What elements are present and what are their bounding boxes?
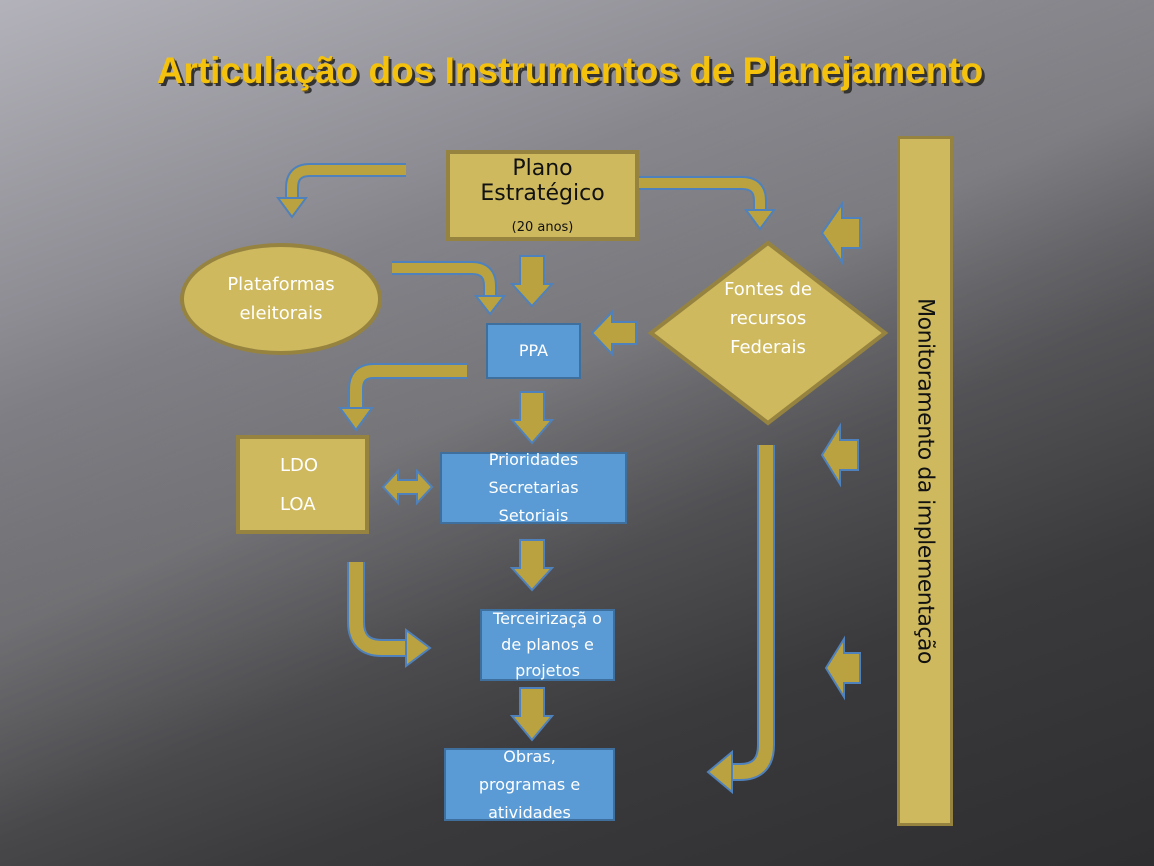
loa-label: LOA (280, 493, 316, 515)
plataformas-ellipse: Plataformas eleitorais (180, 243, 382, 355)
arrow-down-prioridades-terceirizacao (509, 539, 555, 592)
arrowhead-to-ldo (338, 407, 374, 432)
arrowhead-to-plataformas (276, 197, 308, 219)
arrow-down-plano-ppa (509, 255, 555, 308)
arrowhead-to-ppa (473, 295, 507, 316)
ldo-label: LDO (280, 454, 319, 476)
obras-box: Obras, programas e atividades (444, 747, 615, 822)
obras-label: Obras, programas e atividades (478, 746, 581, 822)
plano-label: Plano Estratégico (480, 156, 605, 206)
monitoramento-bar: Monitoramento da implementação (897, 136, 953, 826)
arrow-down-terceirizacao-obras (509, 687, 555, 742)
arrowhead-to-fontes (744, 209, 776, 231)
arrowhead-to-terceirizacao (405, 628, 432, 668)
fontes-label: Fontes de recursos Federais (724, 279, 812, 358)
prioridades-label: Prioridades Secretarias Setoriais (488, 450, 579, 525)
plano-estrategico-box: Plano Estratégico (20 anos) (446, 150, 639, 241)
ppa-box: PPA (486, 323, 581, 379)
plano-sub: (20 anos) (511, 220, 574, 235)
plataformas-label: Plataformas eleitorais (227, 274, 335, 324)
arrow-left-monitor-1 (820, 200, 861, 266)
ppa-label: PPA (518, 341, 549, 360)
terceirizacao-box: Terceirizaçã o de planos e projetos (480, 609, 615, 681)
terceirizacao-label: Terceirizaçã o de planos e projetos (493, 609, 602, 680)
arrow-double-ldo-prioridades (381, 468, 434, 506)
arrow-left-monitor-3 (824, 635, 861, 701)
arrow-left-fontes-ppa (590, 309, 637, 357)
monitoramento-label: Monitoramento da implementação (912, 298, 938, 664)
arrow-left-monitor-2 (820, 422, 859, 488)
fontes-diamond (647, 240, 889, 426)
slide-title: Articulação dos Instrumentos de Planejam… (156, 50, 984, 91)
arrow-down-ppa-prioridades (509, 391, 555, 445)
prioridades-box: Prioridades Secretarias Setoriais (440, 450, 627, 525)
ldo-loa-box: LDO LOA (236, 435, 369, 534)
arrowhead-to-obras (706, 749, 733, 795)
